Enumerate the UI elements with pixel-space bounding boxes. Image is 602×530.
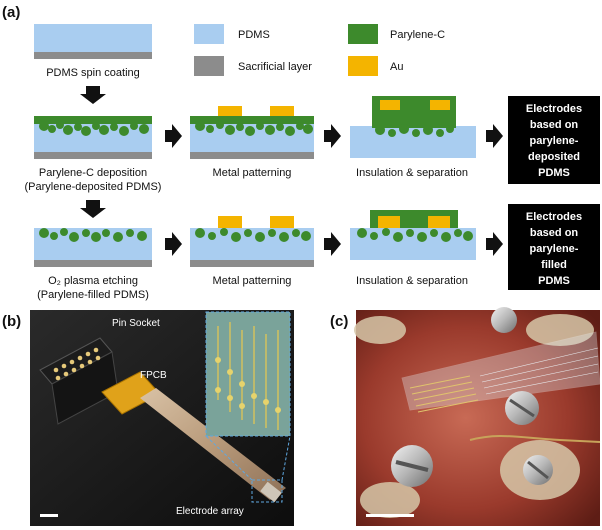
screw-3 [391,445,433,487]
step-spin-coating-label: PDMS spin coating [46,67,140,79]
arrow-right-r2-2 [324,232,341,256]
legend-label-parylene: Parylene-C [390,29,445,41]
cross-section-deposited-insulated [350,96,476,158]
legend-label-sacrificial: Sacrificial layer [238,61,312,73]
result-top-line-2: based on [530,119,579,131]
photo-c-implant [354,307,601,526]
down-arrow-1 [80,86,106,104]
arrow-right-r2-3 [486,232,503,256]
cable-illustration [140,388,286,500]
scale-bar-c [366,514,414,517]
result-top-line-4: deposited [528,151,580,163]
spin-coating-cross-section [34,24,152,59]
fpcb-label: FPCB [140,370,167,381]
electrode-highlight-box [251,479,283,503]
legend-swatch-sacrificial [194,56,224,76]
electrode-array-label: Electrode array [176,506,244,517]
result-box-deposited: Electrodes based on parylene- deposited … [508,96,600,184]
step-deposition-sublabel: (Parylene-deposited PDMS) [25,181,162,193]
step-deposition-label: Parylene-C deposition [39,167,147,179]
arrow-right-r1-2 [324,124,341,148]
pin-socket-label: Pin Socket [112,318,160,329]
arrow-right-r1-1 [165,124,182,148]
pin-socket-illustration [39,337,119,425]
scale-bar-b [40,514,58,517]
result-top-line-1: Electrodes [526,103,582,115]
arrow-right-r1-3 [486,124,503,148]
legend-swatch-pdms [194,24,224,44]
cross-section-filled-metal [190,216,314,267]
result-bottom-line-5: PDMS [538,275,570,287]
result-bottom-line-3: parylene- [530,243,579,255]
result-bottom-line-4: filled [541,259,567,271]
step-insulation-top-label: Insulation & separation [356,167,468,179]
cross-section-deposited [34,116,152,159]
result-box-filled: Electrodes based on parylene- filled PDM… [508,204,600,290]
panel-b-label: (b) [2,313,21,330]
step-metal-patterning-top-label: Metal patterning [213,167,292,179]
cross-section-deposited-metal [190,106,314,159]
screw-1 [491,307,517,333]
ground-wire [469,434,601,443]
result-top-line-3: parylene- [530,135,579,147]
screw-2 [505,391,539,425]
electrode-tip-illustration [260,481,282,503]
legend-label-au: Au [390,61,403,73]
screw-4 [523,455,553,485]
cross-section-filled [34,228,152,267]
result-top-line-5: PDMS [538,167,570,179]
arrow-right-r2-1 [165,232,182,256]
result-bottom-line-2: based on [530,227,579,239]
down-arrow-2 [80,200,106,218]
panel-a-label: (a) [2,4,20,21]
legend-label-pdms: PDMS [238,29,270,41]
legend: PDMS Parylene-C Sacrificial layer Au [194,24,445,76]
panel-c-label: (c) [330,313,348,330]
electrode-inset [205,311,291,437]
step-etching-label: O₂ plasma etching [48,275,138,287]
photo-b-device: Pin Socket FPCB Electrode array [30,310,294,526]
step-etching-sublabel: (Parylene-filled PDMS) [37,289,149,301]
step-metal-patterning-bottom-label: Metal patterning [213,275,292,287]
cross-section-filled-insulated [350,210,476,260]
step-insulation-bottom-label: Insulation & separation [356,275,468,287]
legend-swatch-parylene [348,24,378,44]
legend-swatch-au [348,56,378,76]
result-bottom-line-1: Electrodes [526,211,582,223]
